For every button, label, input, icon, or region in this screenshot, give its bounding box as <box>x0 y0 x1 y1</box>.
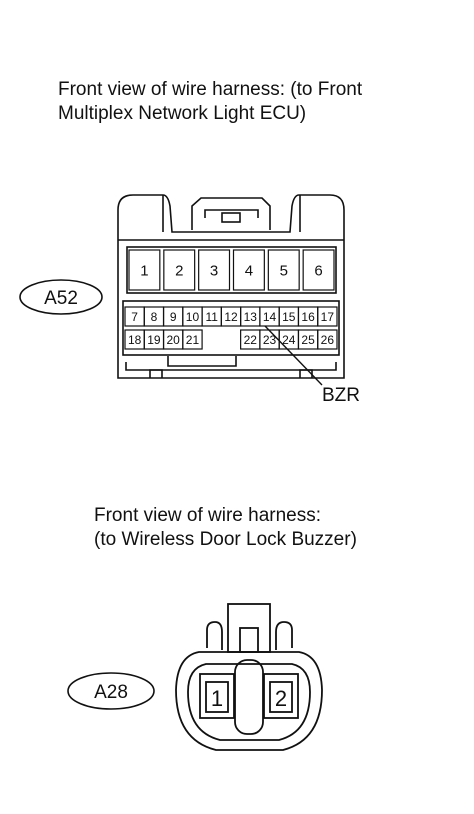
a28-lock-slot <box>239 627 259 653</box>
a52-pin-8: 8 <box>151 310 158 324</box>
a52-body-outline <box>117 194 345 379</box>
a52-pin-14: 14 <box>263 310 277 324</box>
a52-pin-1: 1 <box>140 262 148 279</box>
connector-a52 <box>117 194 345 379</box>
a52-pin-17: 17 <box>321 310 335 324</box>
a52-top-latch <box>191 197 271 230</box>
a52-pin-cell-2 <box>163 249 196 291</box>
a52-pin-cell-6 <box>302 249 335 291</box>
a52-pin-23: 23 <box>263 333 277 347</box>
a52-pin-24: 24 <box>282 333 296 347</box>
a52-upper-frame <box>126 246 337 294</box>
a52-pin-25: 25 <box>301 333 315 347</box>
a52-pin-cell-17 <box>317 306 338 327</box>
bzr-callout: BZR <box>322 385 360 406</box>
a28-pin-1: 1 <box>211 686 223 711</box>
a52-center-notch <box>167 356 237 367</box>
a52-caption-line2: Multiplex Network Light ECU) <box>58 103 307 124</box>
a52-pin-13: 13 <box>244 310 258 324</box>
a52-pin-16: 16 <box>301 310 315 324</box>
a52-top-latch-inner <box>204 209 259 218</box>
a52-pin-cell-5 <box>267 249 300 291</box>
a52-pin-2: 2 <box>175 262 183 279</box>
a52-caption: Front view of wire harness: (to Front Mu… <box>58 78 362 126</box>
a28-label: A28 <box>94 682 128 703</box>
a52-pin-3: 3 <box>210 262 218 279</box>
a28-caption-line2: (to Wireless Door Lock Buzzer) <box>94 529 357 550</box>
a28-pin-2: 2 <box>275 686 287 711</box>
a28-pin-1-box <box>205 681 229 713</box>
a28-outer-shell <box>175 651 323 751</box>
a52-pin-10: 10 <box>186 310 200 324</box>
a52-pin-4: 4 <box>245 262 253 279</box>
a28-caption-line1: Front view of wire harness: <box>94 505 322 526</box>
a52-pin-18: 18 <box>128 333 142 347</box>
a52-pin-cell-4 <box>232 249 265 291</box>
a52-label: A52 <box>44 288 78 309</box>
a52-pin-cell-3 <box>198 249 231 291</box>
a52-pin-7: 7 <box>131 310 138 324</box>
a52-bottom-lip <box>125 362 337 371</box>
bzr-leader-line <box>264 325 323 386</box>
a52-pin-cell-1 <box>128 249 161 291</box>
a52-pin-9: 9 <box>170 310 177 324</box>
a52-latch-tab <box>221 212 241 223</box>
a52-pin-cell-26 <box>317 329 338 350</box>
a52-pin-11: 11 <box>205 310 218 324</box>
a52-pin-21: 21 <box>186 333 200 347</box>
a52-pin-26: 26 <box>321 333 335 347</box>
a52-bottom-feet <box>149 369 313 378</box>
a52-pin-12: 12 <box>224 310 238 324</box>
a28-label-ellipse <box>67 672 155 710</box>
a52-pin-22: 22 <box>244 333 258 347</box>
connector-a28 <box>175 603 323 751</box>
a28-inner-shell <box>187 663 311 741</box>
a28-center-key <box>234 659 264 735</box>
a52-label-ellipse <box>19 279 103 315</box>
a28-pin-cavity-1 <box>199 673 235 719</box>
a52-pin-6: 6 <box>314 262 322 279</box>
a52-pin-cell-21 <box>182 329 203 350</box>
a52-lower-frame <box>122 300 340 356</box>
a28-caption: Front view of wire harness: (to Wireless… <box>94 504 357 552</box>
a28-pin-2-box <box>269 681 293 713</box>
a28-right-ear <box>275 621 293 650</box>
a28-left-ear <box>206 621 223 650</box>
a52-pin-19: 19 <box>147 333 161 347</box>
a52-pin-5: 5 <box>280 262 288 279</box>
a28-pin-cavity-2 <box>263 673 299 719</box>
a52-pin-20: 20 <box>167 333 181 347</box>
a52-caption-line1: Front view of wire harness: (to Front <box>58 79 363 100</box>
a52-pin-15: 15 <box>282 310 296 324</box>
